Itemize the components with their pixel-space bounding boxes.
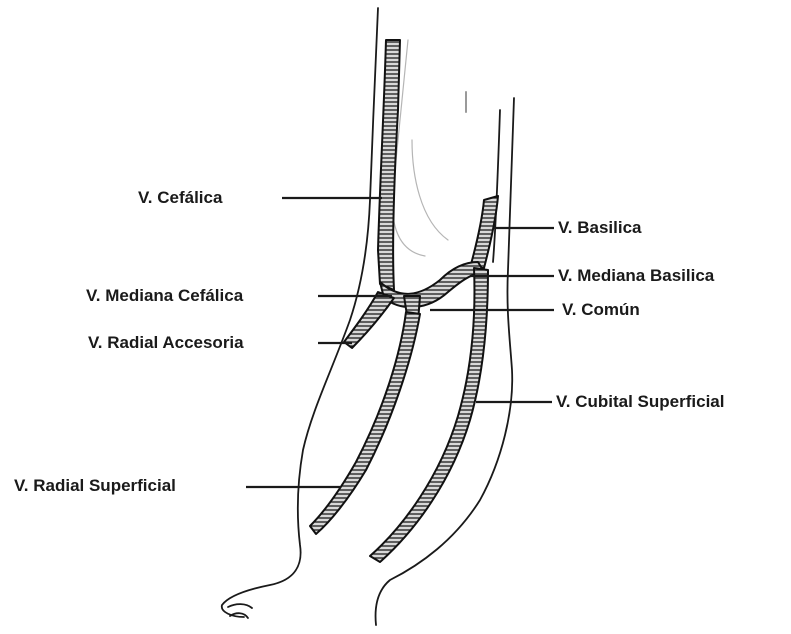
thumb-hint (228, 604, 252, 608)
cephalic-vein-shape (378, 40, 400, 290)
accessory-radial-vein-shape (344, 292, 394, 348)
veins (310, 40, 498, 562)
label-radial-superficial: V. Radial Superficial (14, 476, 176, 496)
label-mediana-basilica: V. Mediana Basilica (558, 266, 714, 286)
median-basilic-vein-shape (380, 262, 484, 307)
label-basilica: V. Basilica (558, 218, 642, 238)
arm-outer-left-edge (222, 8, 378, 617)
label-cubital-superficial: V. Cubital Superficial (556, 392, 724, 412)
arm-inner-right-edge (493, 110, 500, 262)
label-mediana-cefalica: V. Mediana Cefálica (86, 286, 243, 306)
label-radial-accesoria: V. Radial Accesoria (88, 333, 244, 353)
biceps-shadow-2 (412, 140, 448, 240)
label-cefalica: V. Cefálica (138, 188, 222, 208)
label-comun: V. Común (562, 300, 640, 320)
superficial-radial-vein-shape (310, 312, 420, 534)
